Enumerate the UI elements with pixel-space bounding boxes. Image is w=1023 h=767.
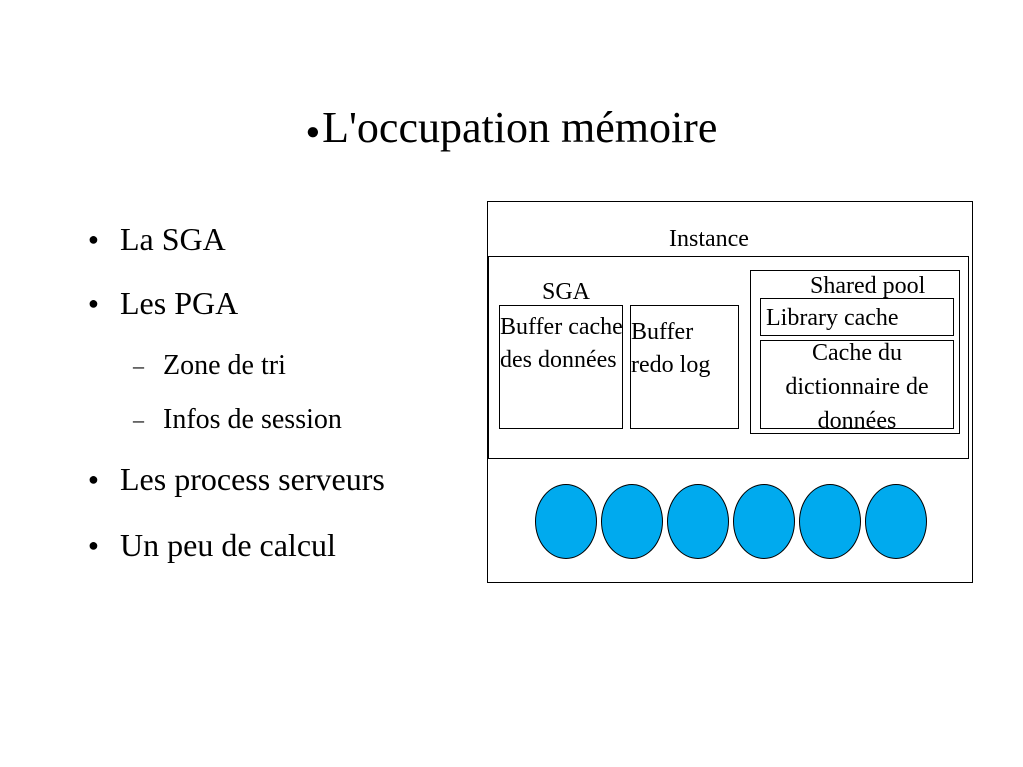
bullet-label: Les PGA — [120, 285, 239, 321]
sub-bullet-item: – Infos de session — [133, 403, 342, 437]
slide-title: ●L'occupation mémoire — [0, 100, 1023, 160]
shared-pool-box — [750, 270, 960, 434]
bullet-icon: ● — [88, 293, 99, 313]
instance-box — [488, 256, 969, 459]
library-cache-label: Library cache — [766, 305, 899, 331]
bullet-label: Les process serveurs — [120, 461, 385, 497]
shared-pool-label: Shared pool — [810, 273, 926, 299]
bullet-item: ● Un peu de calcul — [88, 525, 336, 565]
sub-bullet-dash-icon: – — [133, 353, 144, 378]
server-box — [487, 201, 973, 583]
server-process-circle — [799, 484, 861, 559]
server-process-circle — [733, 484, 795, 559]
dictionary-cache-box — [760, 340, 954, 429]
server-process-circle — [535, 484, 597, 559]
bullet-label: La SGA — [120, 221, 226, 257]
bullet-icon: ● — [88, 229, 99, 249]
bullet-icon: ● — [88, 469, 99, 489]
redo-log-box — [630, 305, 739, 429]
sub-bullet-item: – Zone de tri — [133, 349, 286, 383]
dictionary-cache-label: Cache du dictionnaire de données — [785, 340, 929, 434]
sub-bullet-label: Infos de session — [163, 404, 342, 435]
bullet-label: Un peu de calcul — [120, 527, 336, 563]
server-process-circle — [865, 484, 927, 559]
bullet-item: ● Les process serveurs — [88, 459, 385, 499]
bullet-item: ● La SGA — [88, 219, 226, 259]
buffer-cache-label: Buffer cache des données — [500, 314, 623, 373]
library-cache-box — [760, 298, 954, 336]
sub-bullet-label: Zone de tri — [163, 350, 286, 381]
buffer-cache-box — [499, 305, 623, 429]
redo-log-label: Buffer redo log — [631, 319, 711, 378]
bullet-item: ● Les PGA — [88, 283, 239, 323]
sub-bullet-dash-icon: – — [133, 407, 144, 432]
bullet-icon: ● — [88, 535, 99, 555]
title-bullet-icon: ● — [305, 118, 321, 145]
server-process-circle — [601, 484, 663, 559]
sga-label: SGA — [542, 279, 591, 305]
instance-label: Instance — [669, 226, 749, 252]
server-process-circle — [667, 484, 729, 559]
title-text: L'occupation mémoire — [322, 103, 718, 152]
